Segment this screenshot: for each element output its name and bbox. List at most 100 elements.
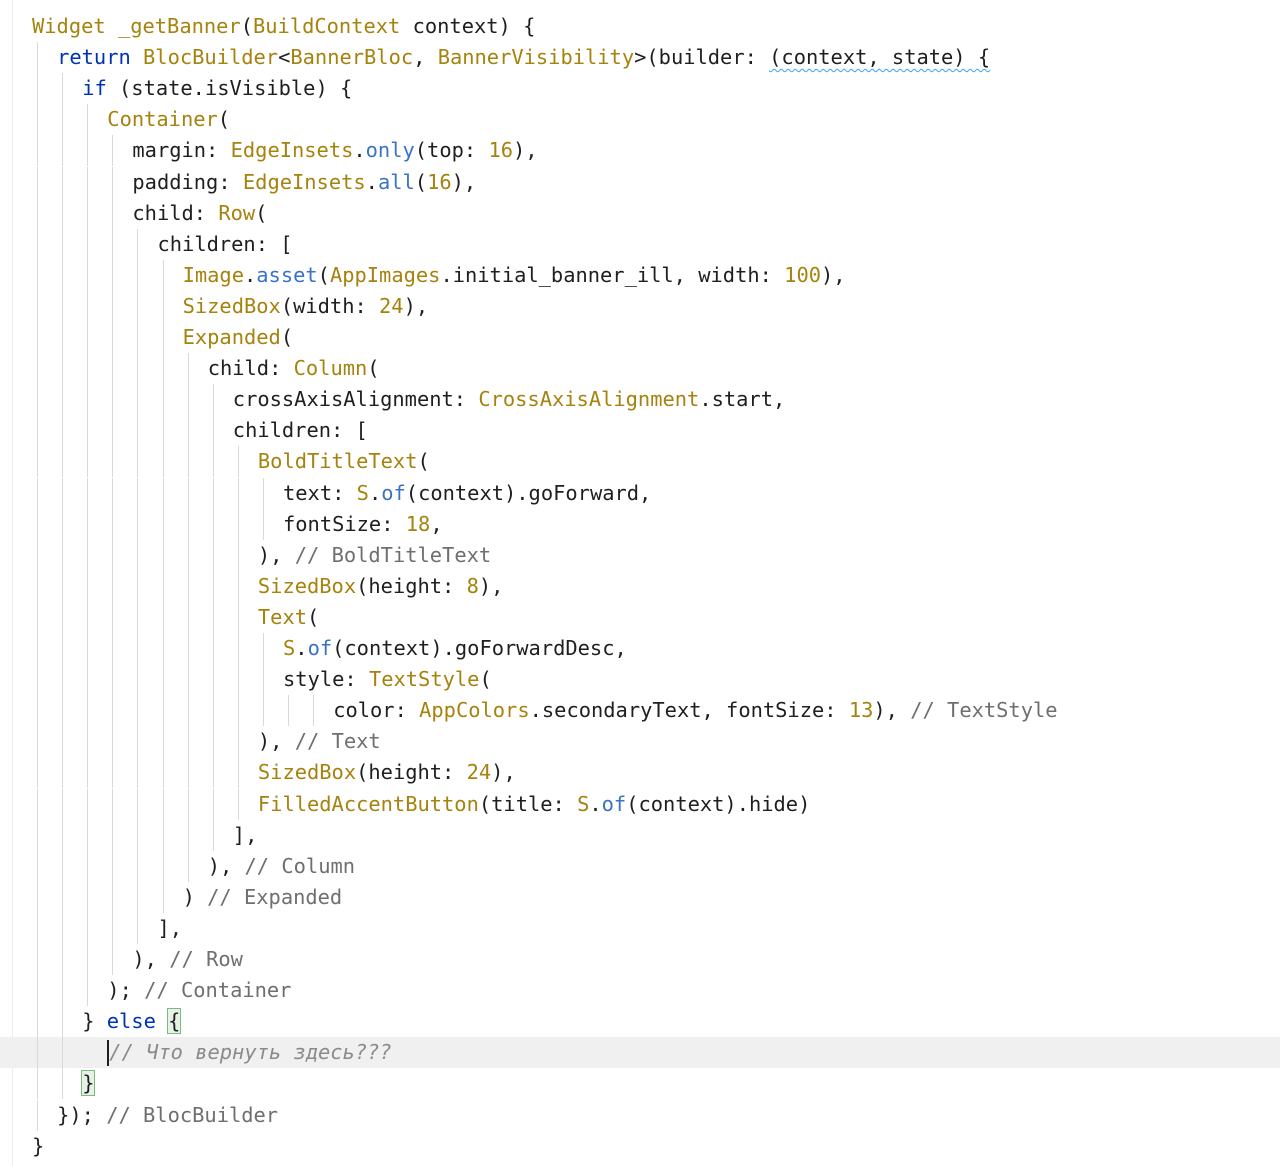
- code-line[interactable]: return BlocBuilder<BannerBloc, BannerVis…: [0, 42, 1280, 74]
- code-line[interactable]: // Что вернуть здесь???: [0, 1037, 1280, 1069]
- code-line[interactable]: Image.asset(AppImages.initial_banner_ill…: [0, 259, 1280, 291]
- code-token: children: [: [232, 418, 368, 443]
- indent-guide: [62, 166, 64, 198]
- indent-guide: [62, 415, 64, 447]
- indent-guide: [62, 788, 64, 820]
- code-token: ),: [491, 760, 516, 785]
- code-token: ),: [257, 542, 295, 567]
- code-line[interactable]: color: AppColors.secondaryText, fontSize…: [0, 695, 1280, 727]
- code-token: .: [368, 480, 382, 505]
- code-token: (: [307, 604, 320, 629]
- code-line[interactable]: child: Column(: [0, 353, 1280, 385]
- indent-guide: [162, 788, 164, 820]
- code-line[interactable]: ) // Expanded: [0, 881, 1280, 913]
- indent-guide: [62, 353, 64, 385]
- code-token: 16: [488, 138, 513, 163]
- indent-guide: [137, 539, 139, 571]
- indent-guide: [62, 601, 64, 633]
- indent-guide: [137, 695, 139, 727]
- code-token: // Expanded: [207, 884, 343, 909]
- indent-guide: [112, 353, 114, 385]
- code-line[interactable]: }); // BlocBuilder: [0, 1099, 1280, 1131]
- code-line[interactable]: SizedBox(width: 24),: [0, 290, 1280, 322]
- code-line[interactable]: Container(: [0, 104, 1280, 136]
- code-token: (: [417, 449, 430, 474]
- code-line[interactable]: S.of(context).goForwardDesc,: [0, 633, 1280, 664]
- code-line[interactable]: ); // Container: [0, 975, 1280, 1007]
- indent-guide: [37, 695, 38, 727]
- indent-guide: [187, 757, 189, 789]
- code-token: ),: [873, 698, 911, 723]
- code-line[interactable]: text: S.of(context).goForward,: [0, 477, 1280, 509]
- indent-guide: [187, 850, 189, 882]
- indent-guide: [112, 726, 114, 758]
- code-line[interactable]: Expanded(: [0, 322, 1280, 353]
- code-token: (context, state) {: [769, 45, 991, 70]
- code-text: }: [32, 1131, 44, 1162]
- code-line[interactable]: ],: [0, 819, 1280, 851]
- code-line[interactable]: }: [0, 1068, 1280, 1100]
- code-token: S: [577, 791, 590, 816]
- indent-guide: [162, 757, 164, 789]
- indent-guide: [162, 539, 164, 571]
- code-token: child:: [132, 200, 219, 225]
- indent-guide: [62, 259, 64, 291]
- code-token: Row: [218, 200, 256, 225]
- indent-guide: [212, 664, 214, 696]
- indent-guide: [87, 633, 89, 664]
- code-token: Image: [182, 262, 244, 287]
- code-line[interactable]: style: TextStyle(: [0, 664, 1280, 696]
- code-line[interactable]: }: [0, 1131, 1280, 1162]
- code-line[interactable]: margin: EdgeInsets.only(top: 16),: [0, 135, 1280, 167]
- indent-guide: [112, 601, 114, 633]
- indent-guide: [37, 228, 38, 260]
- indent-guide: [37, 477, 38, 509]
- indent-guide: [62, 539, 64, 571]
- code-token: (height:: [356, 760, 467, 785]
- code-line[interactable]: ), // Row: [0, 944, 1280, 975]
- code-line[interactable]: child: Row(: [0, 197, 1280, 229]
- code-line[interactable]: SizedBox(height: 8),: [0, 570, 1280, 602]
- indent-guide: [212, 726, 214, 758]
- code-token: (height:: [356, 573, 467, 598]
- code-line[interactable]: fontSize: 18,: [0, 508, 1280, 540]
- indent-guide: [62, 1006, 64, 1038]
- code-line[interactable]: Text(: [0, 601, 1280, 633]
- code-line[interactable]: ), // Column: [0, 850, 1280, 882]
- code-line[interactable]: ],: [0, 912, 1280, 944]
- code-token: TextStyle: [368, 667, 480, 692]
- indent-guide: [62, 477, 64, 509]
- code-line[interactable]: children: [: [0, 228, 1280, 260]
- code-token: ),: [478, 573, 504, 598]
- code-line[interactable]: SizedBox(height: 24),: [0, 757, 1280, 789]
- code-line[interactable]: FilledAccentButton(title: S.of(context).…: [0, 788, 1280, 820]
- indent-guide: [87, 850, 89, 882]
- code-line[interactable]: BoldTitleText(: [0, 446, 1280, 478]
- code-line[interactable]: if (state.isVisible) {: [0, 73, 1280, 105]
- code-token: SizedBox: [257, 760, 357, 785]
- code-text: ), // Row: [132, 944, 243, 975]
- code-line[interactable]: padding: EdgeInsets.all(16),: [0, 166, 1280, 198]
- indent-guide: [37, 1099, 38, 1131]
- indent-guide: [137, 570, 139, 602]
- code-line[interactable]: } else {: [0, 1006, 1280, 1038]
- code-token: // BlocBuilder: [106, 1102, 279, 1127]
- code-line[interactable]: crossAxisAlignment: CrossAxisAlignment.s…: [0, 384, 1280, 416]
- indent-guide: [237, 757, 239, 789]
- code-line[interactable]: ), // BoldTitleText: [0, 539, 1280, 571]
- code-text: style: TextStyle(: [283, 664, 492, 695]
- code-text: children: [: [158, 229, 293, 260]
- code-line[interactable]: children: [: [0, 415, 1280, 447]
- indent-guide: [62, 197, 64, 229]
- code-line[interactable]: ), // Text: [0, 726, 1280, 758]
- indent-guide: [87, 601, 89, 633]
- code-token: Expanded: [182, 325, 281, 349]
- code-token: BuildContext: [252, 14, 401, 38]
- code-line[interactable]: Widget _getBanner(BuildContext context) …: [0, 11, 1280, 42]
- indent-guide: [162, 384, 164, 416]
- indent-guide: [212, 539, 214, 571]
- indent-guide: [162, 259, 164, 291]
- code-token: context) {: [400, 14, 536, 38]
- indent-guide: [62, 819, 64, 851]
